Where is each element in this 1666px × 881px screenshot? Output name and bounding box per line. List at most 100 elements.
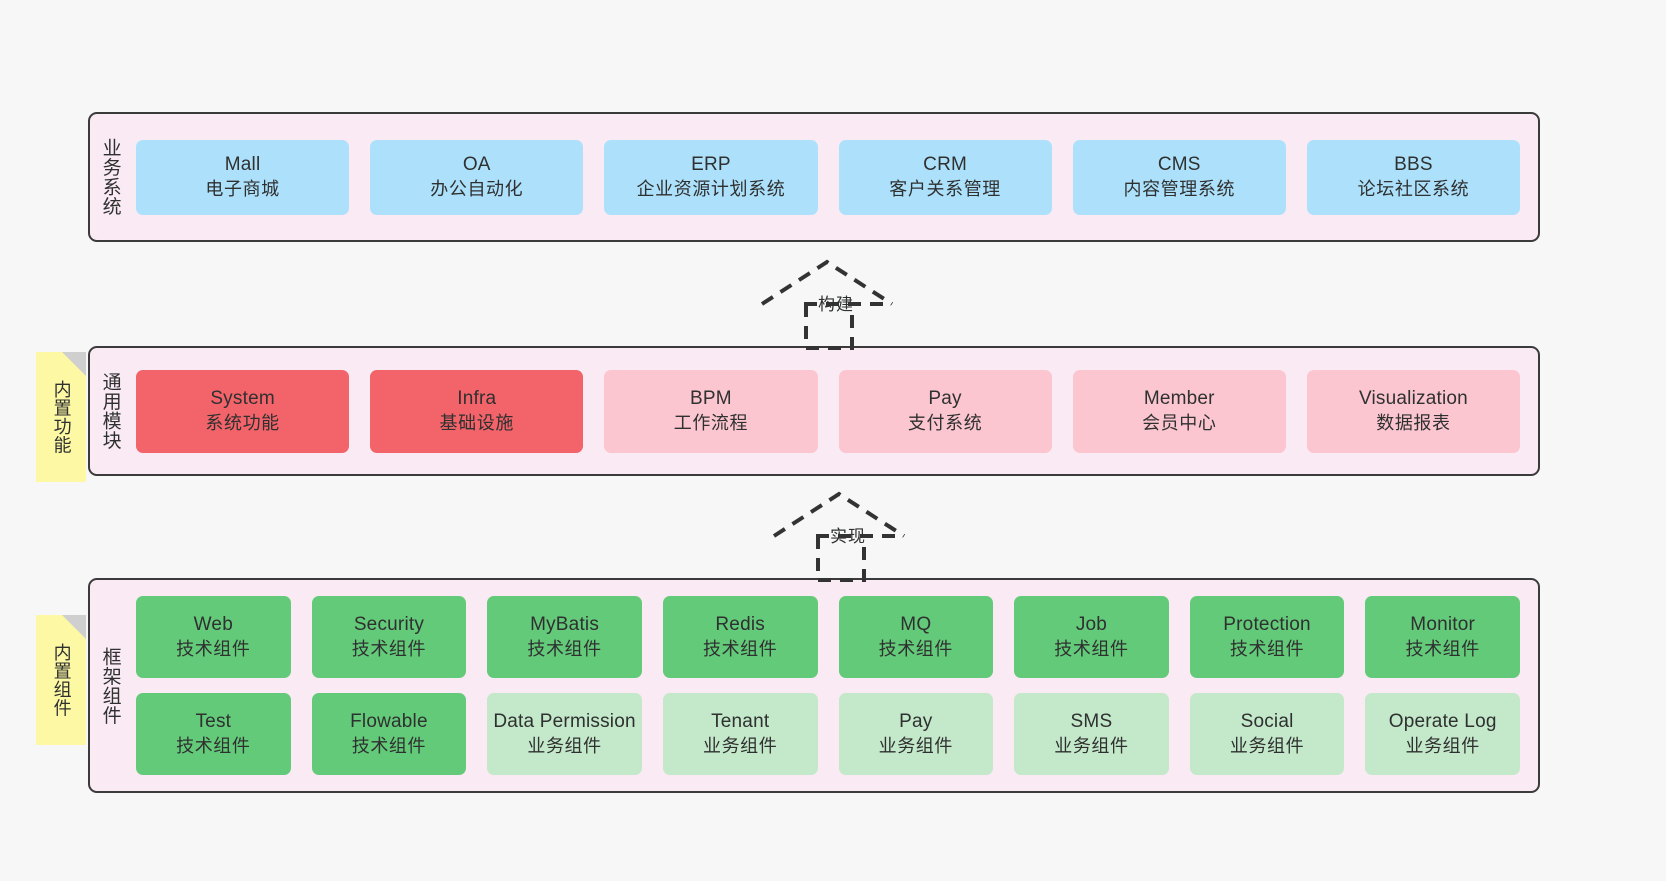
business-node-row: Mall 电子商城 OA 办公自动化 ERP 企业资源计划系统 CRM 客户关系… <box>136 139 1521 215</box>
node-title: OA <box>462 153 491 175</box>
node-subtitle: 会员中心 <box>1142 412 1217 433</box>
business-node-erp[interactable]: ERP 企业资源计划系统 <box>604 139 818 215</box>
node-title: Operate Log <box>1388 710 1497 732</box>
connector-build-label: 构建 <box>818 295 854 314</box>
node-title: CRM <box>923 153 968 175</box>
node-title: Security <box>353 613 425 635</box>
framework-node-mybatis[interactable]: MyBatis 技术组件 <box>487 596 642 678</box>
framework-node-pay[interactable]: Pay 业务组件 <box>838 693 994 775</box>
business-node-bbs[interactable]: BBS 论坛社区系统 <box>1306 139 1521 215</box>
node-title: Web <box>193 613 233 635</box>
node-subtitle: 企业资源计划系统 <box>636 178 786 199</box>
node-title: ERP <box>691 153 731 175</box>
module-node-bpm[interactable]: BPM 工作流程 <box>604 369 818 453</box>
module-node-member[interactable]: Member 会员中心 <box>1072 369 1286 453</box>
node-title: Data Permission <box>493 710 636 732</box>
framework-layer-title: 框架组件 <box>99 646 121 725</box>
node-title: CMS <box>1157 153 1201 175</box>
node-title: Test <box>195 710 232 732</box>
business-node-cms[interactable]: CMS 内容管理系统 <box>1072 139 1286 215</box>
module-node-system[interactable]: System 系统功能 <box>136 369 350 453</box>
connector-implement: 实现 <box>772 490 922 582</box>
node-subtitle: 业务组件 <box>1405 735 1480 756</box>
node-title: Member <box>1143 387 1215 409</box>
node-subtitle: 数据报表 <box>1376 412 1451 433</box>
framework-node-job[interactable]: Job 技术组件 <box>1014 596 1169 678</box>
node-subtitle: 技术组件 <box>527 638 602 659</box>
node-title: BBS <box>1394 153 1433 175</box>
node-title: Protection <box>1223 613 1311 635</box>
sticky-note-builtin-function: 内置功能 <box>36 352 86 482</box>
business-node-crm[interactable]: CRM 客户关系管理 <box>838 139 1052 215</box>
connector-build: 构建 <box>760 258 910 350</box>
node-subtitle: 技术组件 <box>1054 638 1129 659</box>
node-title: Flowable <box>350 710 428 732</box>
framework-node-data-permission[interactable]: Data Permission 业务组件 <box>487 693 642 775</box>
node-title: Mall <box>224 153 261 175</box>
business-node-oa[interactable]: OA 办公自动化 <box>370 139 584 215</box>
node-subtitle: 办公自动化 <box>430 178 524 199</box>
framework-node-row-1: Web 技术组件 Security 技术组件 MyBatis 技术组件 Redi… <box>136 596 1520 678</box>
connector-implement-label: 实现 <box>830 527 866 546</box>
node-title: Redis <box>715 613 765 635</box>
node-subtitle: 业务组件 <box>527 735 602 756</box>
node-title: Job <box>1075 613 1108 635</box>
modules-layer-title: 通用模块 <box>99 372 121 450</box>
generalization-arrowhead-icon <box>772 491 906 538</box>
framework-node-sms[interactable]: SMS 业务组件 <box>1014 693 1169 775</box>
node-subtitle: 电子商城 <box>205 178 280 199</box>
framework-node-monitor[interactable]: Monitor 技术组件 <box>1365 596 1520 678</box>
framework-layer-body: Web 技术组件 Security 技术组件 MyBatis 技术组件 Redi… <box>130 580 1538 791</box>
module-node-pay[interactable]: Pay 支付系统 <box>838 369 1052 453</box>
sticky-note-builtin-component: 内置组件 <box>36 615 86 745</box>
node-title: Visualization <box>1358 387 1468 409</box>
business-system-layer: 业务系统 Mall 电子商城 OA 办公自动化 ERP 企业资源计划系统 CRM… <box>88 112 1540 242</box>
generalization-arrowhead-icon <box>760 259 894 306</box>
sticky-note-label: 内置组件 <box>51 643 72 717</box>
node-title: System <box>210 387 275 409</box>
node-title: Tenant <box>711 710 770 732</box>
node-subtitle: 业务组件 <box>1054 735 1129 756</box>
node-subtitle: 技术组件 <box>878 638 954 659</box>
modules-layer-body: System 系统功能 Infra 基础设施 BPM 工作流程 Pay 支付系统… <box>130 348 1538 474</box>
framework-node-tenant[interactable]: Tenant 业务组件 <box>662 693 818 775</box>
framework-node-web[interactable]: Web 技术组件 <box>136 596 291 678</box>
framework-node-test[interactable]: Test 技术组件 <box>136 693 291 775</box>
framework-node-redis[interactable]: Redis 技术组件 <box>662 596 818 678</box>
node-subtitle: 技术组件 <box>702 638 778 659</box>
framework-node-security[interactable]: Security 技术组件 <box>311 596 467 678</box>
framework-node-mq[interactable]: MQ 技术组件 <box>838 596 994 678</box>
node-subtitle: 技术组件 <box>176 638 251 659</box>
node-title: Infra <box>457 387 497 409</box>
framework-node-protection[interactable]: Protection 技术组件 <box>1189 596 1345 678</box>
business-layer-body: Mall 电子商城 OA 办公自动化 ERP 企业资源计划系统 CRM 客户关系… <box>130 114 1538 240</box>
node-title: Monitor <box>1410 613 1476 635</box>
modules-node-row: System 系统功能 Infra 基础设施 BPM 工作流程 Pay 支付系统… <box>136 369 1521 453</box>
node-subtitle: 支付系统 <box>907 412 983 433</box>
node-title: Pay <box>928 387 962 409</box>
framework-node-social[interactable]: Social 业务组件 <box>1189 693 1345 775</box>
node-subtitle: 基础设施 <box>439 412 514 433</box>
node-subtitle: 技术组件 <box>1405 638 1480 659</box>
framework-node-flowable[interactable]: Flowable 技术组件 <box>311 693 467 775</box>
node-subtitle: 技术组件 <box>351 735 427 756</box>
framework-node-row-2: Test 技术组件 Flowable 技术组件 Data Permission … <box>136 693 1520 775</box>
node-subtitle: 内容管理系统 <box>1123 178 1236 199</box>
node-title: MyBatis <box>530 613 600 635</box>
node-subtitle: 系统功能 <box>205 412 280 433</box>
business-node-mall[interactable]: Mall 电子商城 <box>136 139 350 215</box>
business-layer-title: 业务系统 <box>99 138 121 216</box>
node-title: Pay <box>899 710 933 732</box>
node-subtitle: 技术组件 <box>351 638 427 659</box>
node-subtitle: 技术组件 <box>1229 638 1305 659</box>
node-subtitle: 工作流程 <box>673 412 749 433</box>
node-subtitle: 业务组件 <box>1229 735 1305 756</box>
framework-node-operate-log[interactable]: Operate Log 业务组件 <box>1365 693 1520 775</box>
module-node-visualization[interactable]: Visualization 数据报表 <box>1306 369 1521 453</box>
node-subtitle: 客户关系管理 <box>889 178 1001 199</box>
node-subtitle: 业务组件 <box>878 735 954 756</box>
node-title: MQ <box>900 613 932 635</box>
node-subtitle: 技术组件 <box>176 735 251 756</box>
module-node-infra[interactable]: Infra 基础设施 <box>370 369 584 453</box>
